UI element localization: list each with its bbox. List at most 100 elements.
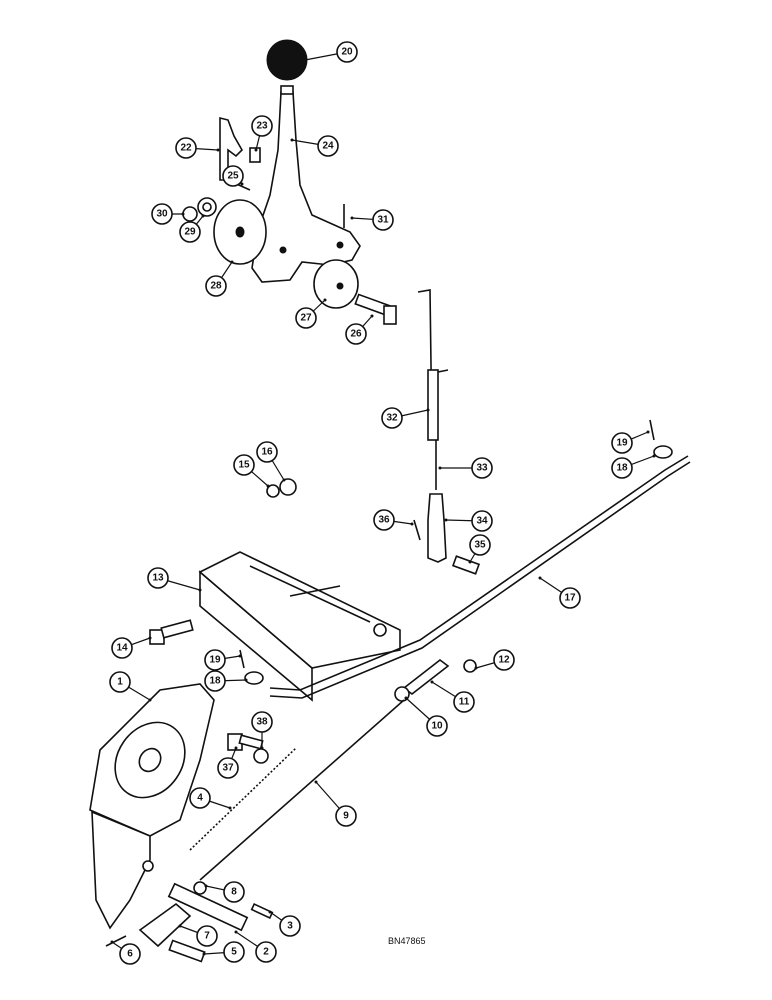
callout-bubble <box>222 165 244 187</box>
callout-bubble <box>493 649 515 671</box>
callout-arrow-tip <box>181 212 185 216</box>
callout-c29: 29 <box>179 214 205 243</box>
callout-c8: 8 <box>204 881 245 903</box>
callout-bubble <box>381 407 403 429</box>
callout-number: 15 <box>238 460 250 471</box>
callout-c17: 17 <box>538 576 581 609</box>
callout-arrow-tip <box>468 560 472 564</box>
callout-bubble <box>223 881 245 903</box>
callout-arrow-tip <box>303 58 307 62</box>
callout-bubble <box>151 203 173 225</box>
callout-arrow-tip <box>228 806 232 810</box>
callout-arrow-tip <box>323 298 327 302</box>
pedal-1 <box>89 683 215 930</box>
callout-c18b: 18 <box>204 670 248 692</box>
callout-c7: 7 <box>178 924 218 947</box>
callout-arrow-tip <box>404 696 408 700</box>
callout-arrow-tip <box>290 138 294 142</box>
callout-number: 9 <box>343 811 349 822</box>
callout-c15: 15 <box>233 454 270 488</box>
callout-number: 27 <box>300 313 312 324</box>
callout-c36: 36 <box>373 509 414 531</box>
callout-bubble <box>426 715 448 737</box>
callout-arrow-tip <box>254 148 258 152</box>
callout-bubble <box>336 41 358 63</box>
callout-c37: 37 <box>217 746 239 779</box>
bracket-13 <box>198 551 401 702</box>
callout-bubble <box>559 587 581 609</box>
callout-bubble <box>372 209 394 231</box>
callout-c30: 30 <box>151 203 185 225</box>
callout-c32: 32 <box>381 407 430 429</box>
callout-number: 25 <box>227 171 239 182</box>
callout-number: 7 <box>204 931 210 942</box>
callout-bubble <box>204 649 226 671</box>
pin-2 <box>167 882 249 932</box>
callout-c6: 6 <box>110 940 141 965</box>
callout-arrow-tip <box>370 314 374 318</box>
callout-arrow-tip <box>234 746 238 750</box>
cotter-6 <box>105 935 127 947</box>
callout-arrow-tip <box>652 454 656 458</box>
spring-4 <box>189 747 297 851</box>
bolt-26 <box>354 293 397 325</box>
callout-arrow-tip <box>438 466 442 470</box>
callout-number: 6 <box>127 949 133 960</box>
callout-arrow-tip <box>430 680 434 684</box>
callout-c28: 28 <box>205 260 234 297</box>
callout-bubble <box>345 323 367 345</box>
callout-c22: 22 <box>175 137 220 159</box>
callout-number: 36 <box>378 515 390 526</box>
callout-bubble <box>279 915 301 937</box>
callout-arrow-tip <box>238 654 242 658</box>
callout-arrow-tip <box>216 148 220 152</box>
callout-c1: 1 <box>109 671 152 702</box>
callout-c3: 3 <box>268 910 301 937</box>
callout-number: 33 <box>476 463 488 474</box>
callout-arrow-tip <box>268 910 272 914</box>
callout-c12: 12 <box>474 649 515 671</box>
roll-pin-3 <box>250 902 274 920</box>
callout-c24: 24 <box>290 135 339 157</box>
cotter-36 <box>413 519 421 541</box>
callout-c11: 11 <box>430 680 475 713</box>
washer-18b <box>244 671 264 685</box>
callout-c14: 14 <box>111 636 152 659</box>
callout-number: 24 <box>322 141 334 152</box>
callout-bubble <box>204 670 226 692</box>
callout-bubble <box>317 135 339 157</box>
callout-number: 38 <box>256 717 268 728</box>
callout-number: 18 <box>616 463 628 474</box>
washer-18a <box>653 445 673 459</box>
callout-number: 19 <box>209 655 221 666</box>
callout-number: 16 <box>261 447 273 458</box>
callout-bubble <box>251 115 273 137</box>
callout-c27: 27 <box>295 298 327 329</box>
callout-number: 32 <box>386 413 398 424</box>
callout-c5: 5 <box>202 941 245 963</box>
callout-bubble <box>611 457 633 479</box>
callout-bubble <box>251 711 273 733</box>
callout-bubble <box>233 454 255 476</box>
callout-bubble <box>119 943 141 965</box>
clevis-34 <box>427 493 447 563</box>
callout-bubble <box>111 637 133 659</box>
nut-38 <box>253 748 269 764</box>
callout-number: 30 <box>156 209 168 220</box>
washer-28 <box>213 199 267 265</box>
callout-arrow-tip <box>110 940 114 944</box>
callout-arrow-tip <box>148 698 152 702</box>
callout-number: 1 <box>117 677 123 688</box>
callout-c19b: 19 <box>204 649 242 671</box>
callout-number: 17 <box>564 593 576 604</box>
callout-arrow-tip <box>204 884 208 888</box>
callout-bubble <box>471 457 493 479</box>
callout-arrow-tip <box>538 576 542 580</box>
callout-arrow-tip <box>148 636 152 640</box>
pin-35 <box>451 555 481 575</box>
callout-bubble <box>179 221 201 243</box>
callout-number: 26 <box>350 329 362 340</box>
callout-number: 20 <box>341 47 353 58</box>
callout-number: 29 <box>184 227 196 238</box>
